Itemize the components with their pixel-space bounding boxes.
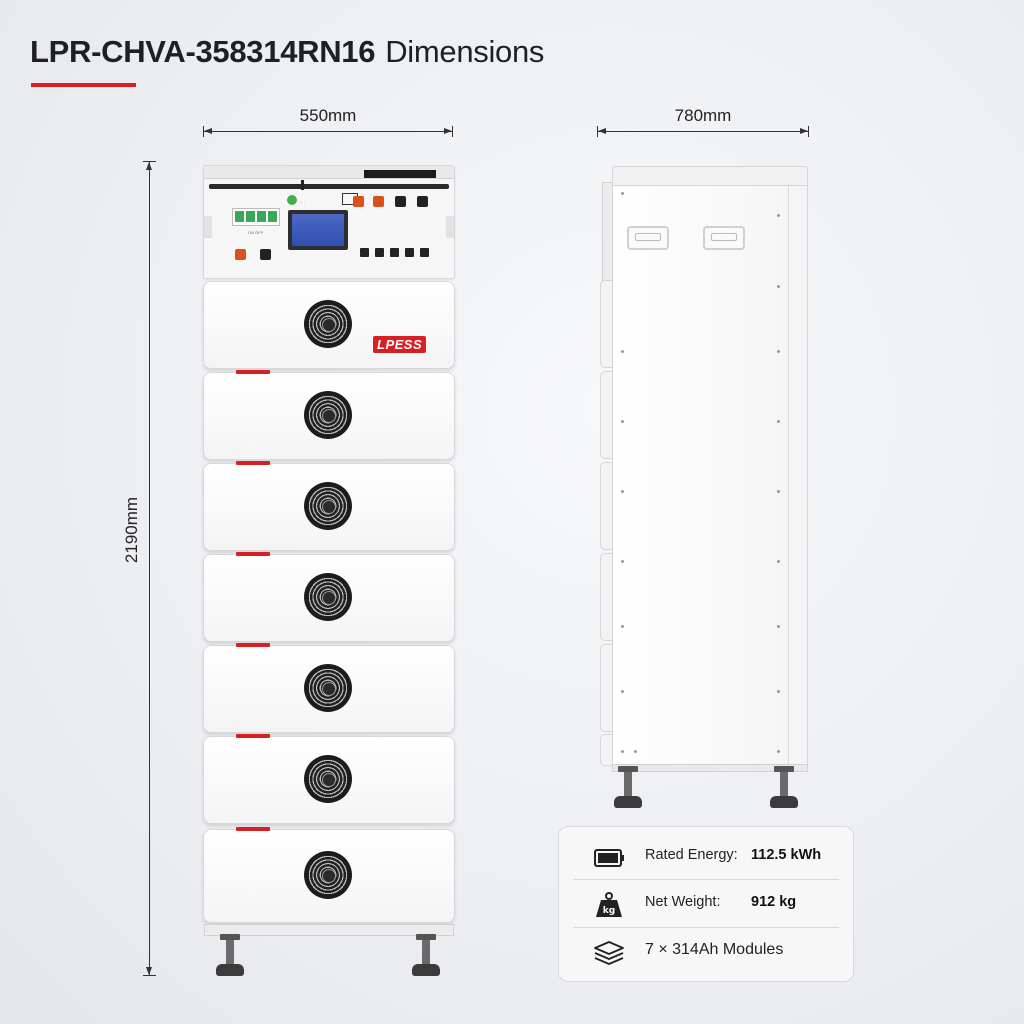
svg-text:kg: kg	[603, 906, 615, 916]
fan-icon	[304, 755, 352, 803]
spec-label: Net Weight:	[645, 894, 721, 910]
front-leg-right	[412, 934, 440, 978]
height-line	[143, 161, 156, 976]
front-leg-left	[216, 934, 244, 978]
weight-icon: kg	[596, 892, 622, 917]
lcd-screen	[288, 210, 348, 250]
page-title: LPR-CHVA-358314RN16 Dimensions	[30, 34, 544, 70]
port-positive	[353, 196, 364, 207]
power-led-icon	[287, 195, 297, 205]
spec-label: Rated Energy:	[645, 847, 738, 863]
front-width-line	[203, 126, 453, 137]
spec-row-modules: 7 × 314Ah Modules	[573, 928, 839, 976]
spec-label: 7 × 314Ah Modules	[645, 941, 784, 958]
side-handle-right	[703, 226, 745, 250]
vent-slot	[364, 170, 436, 178]
comm-port-4	[405, 248, 414, 257]
side-base	[612, 764, 808, 772]
fan-icon	[304, 573, 352, 621]
port-positive-2	[373, 196, 384, 207]
port-output-negative	[260, 249, 271, 260]
comm-port-3	[390, 248, 399, 257]
control-unit: ·· · ON OFF	[203, 165, 455, 279]
battery-icon	[594, 849, 624, 867]
side-depth-label: 780mm	[674, 106, 732, 125]
model-name: LPR-CHVA-358314RN16	[30, 34, 376, 69]
battery-module	[203, 734, 455, 824]
comm-port-5	[420, 248, 429, 257]
front-base	[204, 924, 454, 936]
comm-port-2	[375, 248, 384, 257]
fan-icon	[304, 482, 352, 530]
breaker-switch	[232, 208, 280, 226]
fan-icon	[304, 664, 352, 712]
spec-value: 912 kg	[751, 894, 797, 910]
fan-icon	[304, 300, 352, 348]
spec-value: 112.5 kWh	[751, 847, 822, 863]
port-negative-2	[417, 196, 428, 207]
spec-panel: Rated Energy: 112.5 kWh kg Net Weight: 9…	[558, 826, 854, 982]
fan-icon	[304, 391, 352, 439]
battery-module	[203, 827, 455, 923]
spec-row-weight: kg Net Weight: 912 kg	[573, 880, 839, 928]
front-width-label: 550mm	[299, 106, 357, 125]
battery-module	[203, 552, 455, 642]
title-underline	[31, 83, 136, 87]
battery-module	[203, 643, 455, 733]
battery-module: LPESS	[203, 281, 455, 369]
port-negative	[395, 196, 406, 207]
brand-logo: LPESS	[373, 336, 427, 353]
side-handle-left	[627, 226, 669, 250]
side-leg-front	[614, 766, 642, 810]
battery-module	[203, 461, 455, 551]
spec-row-energy: Rated Energy: 112.5 kWh	[573, 833, 839, 881]
side-depth-line	[597, 126, 809, 137]
title-suffix: Dimensions	[385, 34, 545, 69]
port-output-positive	[235, 249, 246, 260]
height-label: 2190mm	[122, 496, 141, 564]
comm-port-1	[360, 248, 369, 257]
fan-icon	[304, 851, 352, 899]
layers-icon	[594, 941, 624, 965]
side-leg-back	[770, 766, 798, 810]
side-view-cabinet	[612, 166, 808, 766]
battery-module	[203, 370, 455, 460]
